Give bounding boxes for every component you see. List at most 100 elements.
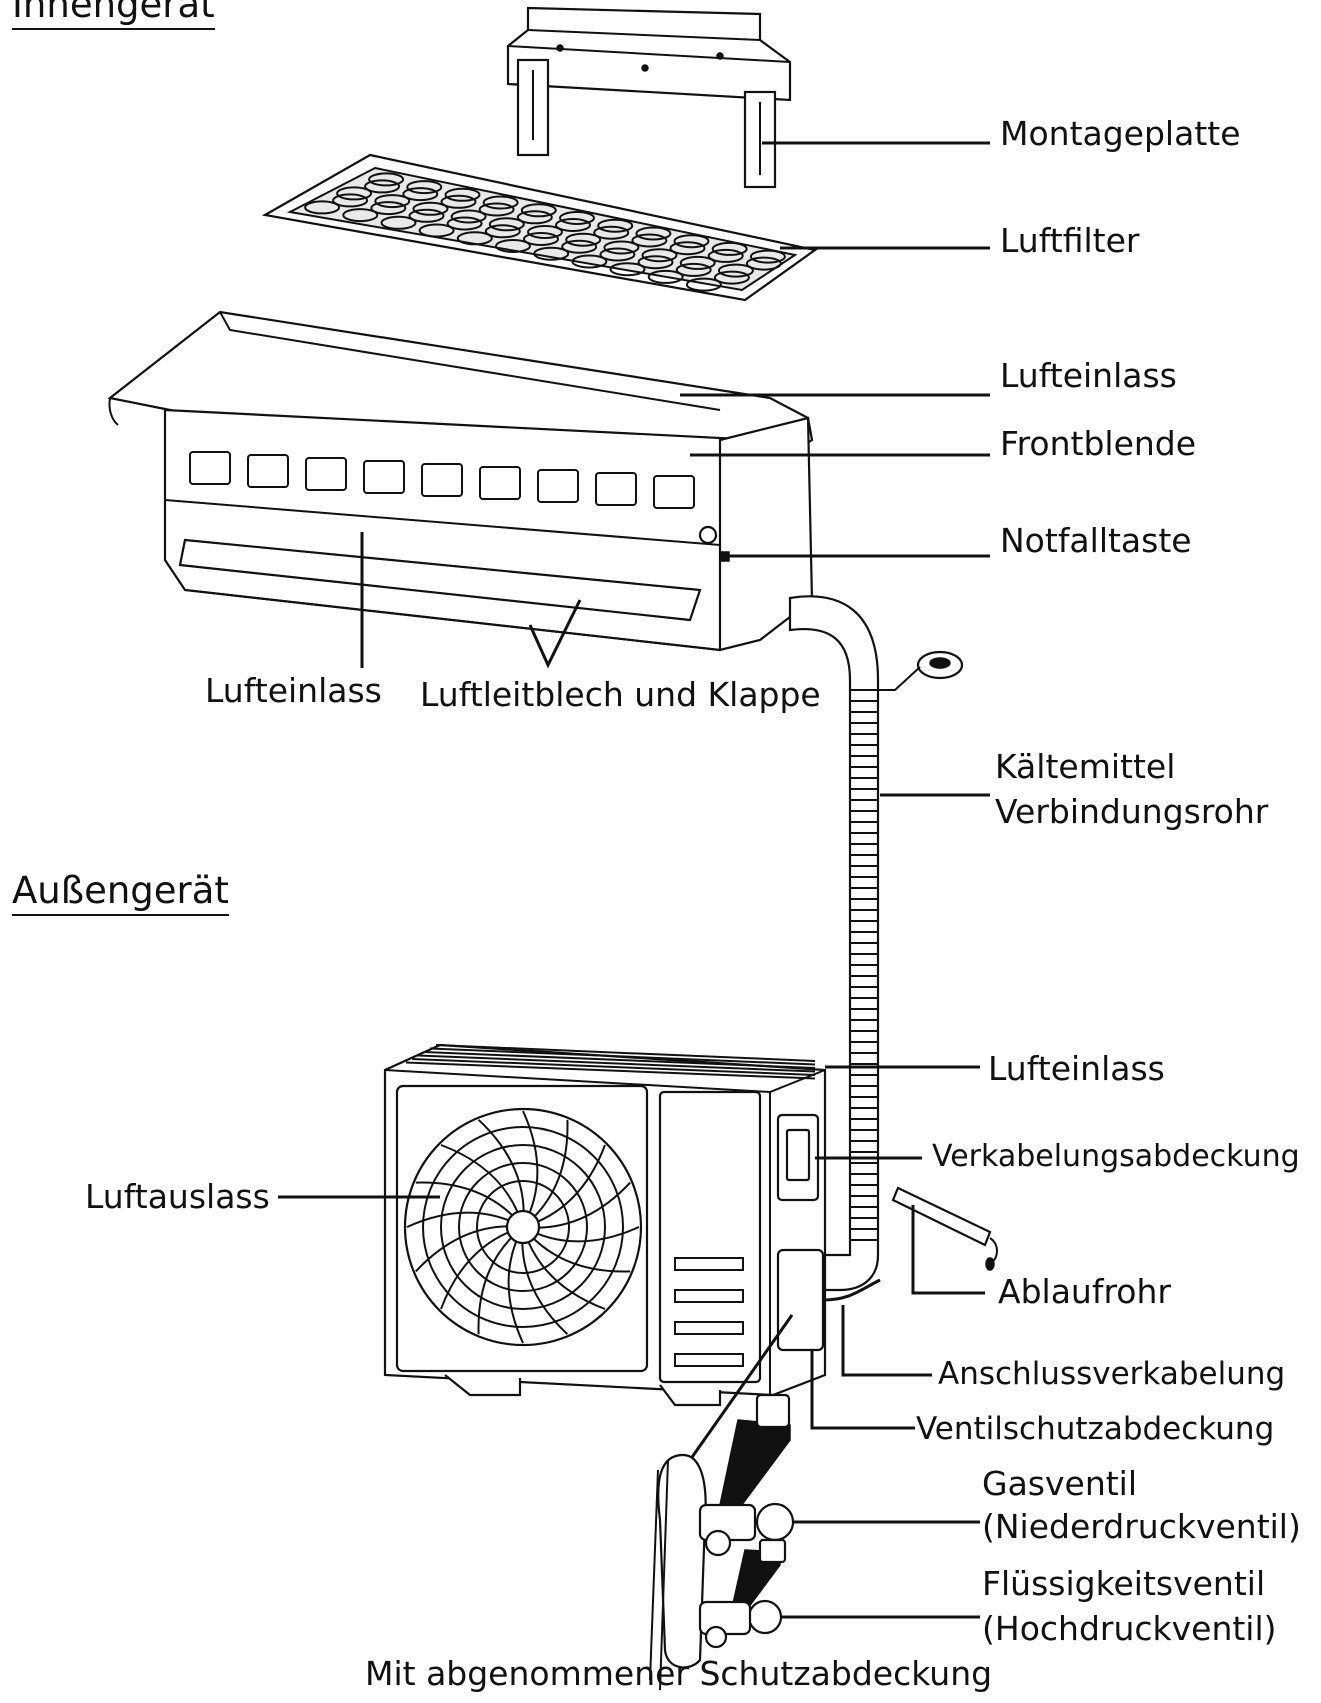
refrigerant-pipe	[788, 595, 990, 1292]
filter-cell	[647, 269, 684, 284]
label-frontblende: Frontblende	[1000, 424, 1197, 463]
indoor-vent	[421, 463, 463, 497]
label-kaeltemittel-line2: Verbindungsrohr	[995, 792, 1269, 831]
indoor-unit	[107, 310, 814, 652]
fan-guard-ring	[440, 1144, 606, 1310]
filter-cell	[440, 194, 477, 209]
indoor-vent	[537, 469, 579, 503]
label-gasventil-line1: Gasventil	[982, 1464, 1138, 1503]
filter-cell	[488, 217, 525, 232]
filter-cell	[641, 248, 678, 263]
filter-cell	[368, 172, 405, 187]
filter-cell	[637, 255, 674, 270]
side-slot	[674, 1353, 744, 1367]
filter-cell	[679, 255, 716, 270]
indoor-vent	[189, 451, 231, 485]
indoor-leaders	[360, 141, 990, 669]
filter-cell	[675, 262, 712, 277]
filter-cell	[749, 249, 786, 264]
label-montageplatte: Montageplatte	[1000, 114, 1241, 153]
fan-guard-ring	[422, 1126, 624, 1328]
grille-line	[411, 1058, 816, 1076]
filter-cell	[370, 201, 407, 216]
grille-line	[423, 1051, 816, 1069]
grille-line	[435, 1044, 816, 1062]
side-slot	[674, 1257, 744, 1271]
filter-cell	[446, 216, 483, 231]
label-anschlussverkabelung: Anschlussverkabelung	[938, 1356, 1286, 1392]
outdoor-unit	[383, 1043, 998, 1407]
filter-cell	[527, 225, 563, 239]
label-ventilschutzabdeckung: Ventilschutzabdeckung	[916, 1411, 1275, 1447]
filter-cell	[406, 180, 443, 195]
grille-line	[417, 1054, 816, 1073]
filter-cell	[571, 254, 608, 269]
fan-guard-ring	[458, 1162, 588, 1292]
mounting-plate	[506, 6, 792, 189]
label-gasventil-line2: (Niederdruckventil)	[982, 1507, 1301, 1546]
filter-cell	[717, 263, 754, 278]
section-indoor-header: Innengerät	[12, 0, 215, 30]
filter-cell	[520, 203, 557, 218]
side-slot	[674, 1289, 744, 1303]
filter-cell	[402, 187, 439, 202]
filter-cell	[565, 232, 602, 247]
filter-cell	[555, 218, 591, 232]
section-outdoor-header: Außengerät	[12, 870, 229, 916]
label-lufteinlass-top: Lufteinlass	[1000, 356, 1177, 395]
filter-cell	[408, 208, 445, 223]
label-notfalltaste: Notfalltaste	[1000, 521, 1192, 560]
filter-cell	[380, 215, 417, 230]
filter-cell	[593, 225, 630, 240]
label-luftleitblech: Luftleitblech und Klappe	[420, 675, 821, 714]
grille-line	[429, 1047, 816, 1066]
filter-cell	[478, 202, 515, 217]
filter-cell	[364, 179, 401, 194]
indoor-vent	[305, 457, 347, 491]
air-filter	[261, 153, 818, 302]
valve-detail	[649, 1393, 795, 1691]
label-verkabelungsabdeckung: Verkabelungsabdeckung	[932, 1139, 1300, 1174]
filter-cell	[450, 209, 487, 224]
filter-cell	[533, 246, 570, 261]
filter-cell	[561, 239, 598, 254]
filter-cell	[631, 233, 668, 248]
label-lufteinlass-outdoor: Lufteinlass	[988, 1049, 1165, 1088]
filter-cell	[599, 247, 636, 262]
filter-cell	[412, 201, 449, 216]
outdoor-leaders	[278, 1065, 985, 1619]
label-luftauslass: Luftauslass	[85, 1177, 270, 1216]
filter-cell	[342, 208, 379, 223]
label-lufteinlass-bottom: Lufteinlass	[205, 671, 382, 710]
filter-cell	[374, 194, 411, 209]
label-fluessigkeitsventil-line2: (Hochdruckventil)	[982, 1609, 1277, 1648]
filter-cell	[484, 224, 521, 239]
filter-cell	[711, 241, 748, 256]
filter-cell	[685, 277, 722, 292]
filter-cell	[418, 223, 455, 238]
filter-cell	[332, 193, 369, 208]
filter-cell	[482, 195, 519, 210]
indoor-vent	[653, 475, 695, 509]
indoor-vent	[595, 472, 637, 506]
filter-cell	[456, 231, 493, 246]
caption-valve-detail: Mit abgenommener Schutzabdeckung	[365, 1654, 993, 1693]
filter-cell	[523, 232, 559, 246]
filter-cell	[669, 241, 706, 256]
filter-cell	[304, 200, 341, 215]
filter-cell	[707, 248, 744, 263]
label-kaeltemittel-line1: Kältemittel	[995, 747, 1176, 786]
indoor-vent	[247, 454, 289, 488]
fan-guard-ring	[476, 1180, 570, 1274]
filter-cell	[713, 270, 750, 285]
filter-cell	[745, 256, 782, 271]
label-luftfilter: Luftfilter	[1000, 221, 1140, 260]
filter-cell	[603, 240, 640, 255]
indoor-vent	[479, 466, 521, 500]
filter-cell	[559, 211, 595, 225]
filter-cell	[444, 187, 481, 202]
label-ablaufrohr: Ablaufrohr	[998, 1272, 1171, 1311]
filter-cell	[336, 186, 373, 201]
filter-cell	[597, 218, 634, 233]
